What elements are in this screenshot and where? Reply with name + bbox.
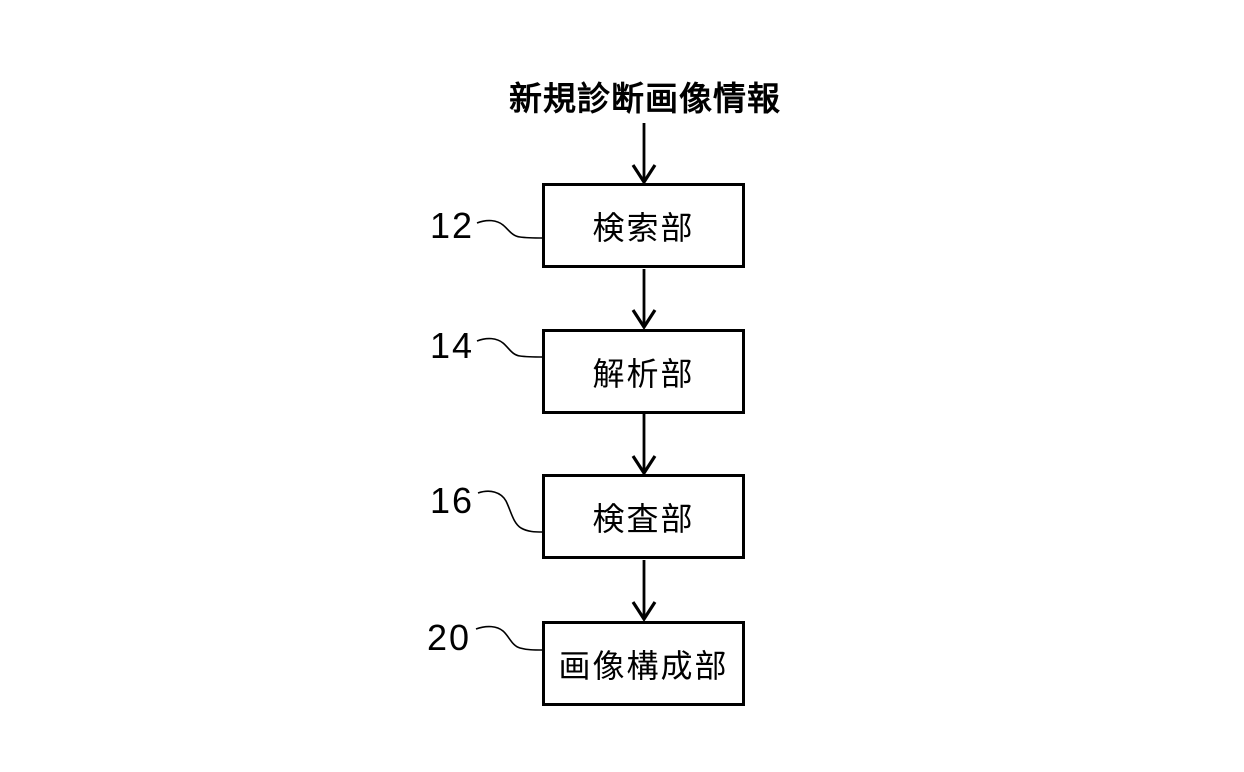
reference-number-14: 14	[430, 325, 475, 366]
flow-arrow-analysis-to-inspection	[631, 414, 657, 476]
flow-box-image-composition-label: 画像構成部	[558, 647, 729, 684]
reference-number-12: 12	[430, 205, 475, 246]
leader-line-14	[476, 337, 544, 358]
leader-line-20	[475, 625, 544, 651]
flow-box-search-label: 検索部	[592, 209, 695, 246]
input-data-label: 新規診断画像情報	[509, 80, 781, 117]
flow-box-analysis: 解析部	[542, 329, 745, 414]
flow-box-image-composition: 画像構成部	[542, 621, 745, 706]
flow-arrow-search-to-analysis	[631, 269, 657, 330]
flow-box-inspection: 検査部	[542, 474, 745, 559]
flow-arrow-input-to-search	[631, 123, 657, 185]
flow-box-analysis-label: 解析部	[592, 355, 695, 392]
flow-box-search: 検索部	[542, 183, 745, 268]
leader-line-16	[477, 490, 544, 533]
flow-box-inspection-label: 検査部	[592, 500, 695, 537]
flow-arrow-inspection-to-composition	[631, 560, 657, 622]
leader-line-12	[476, 219, 544, 239]
reference-number-16: 16	[430, 480, 475, 521]
reference-number-20: 20	[427, 617, 472, 658]
